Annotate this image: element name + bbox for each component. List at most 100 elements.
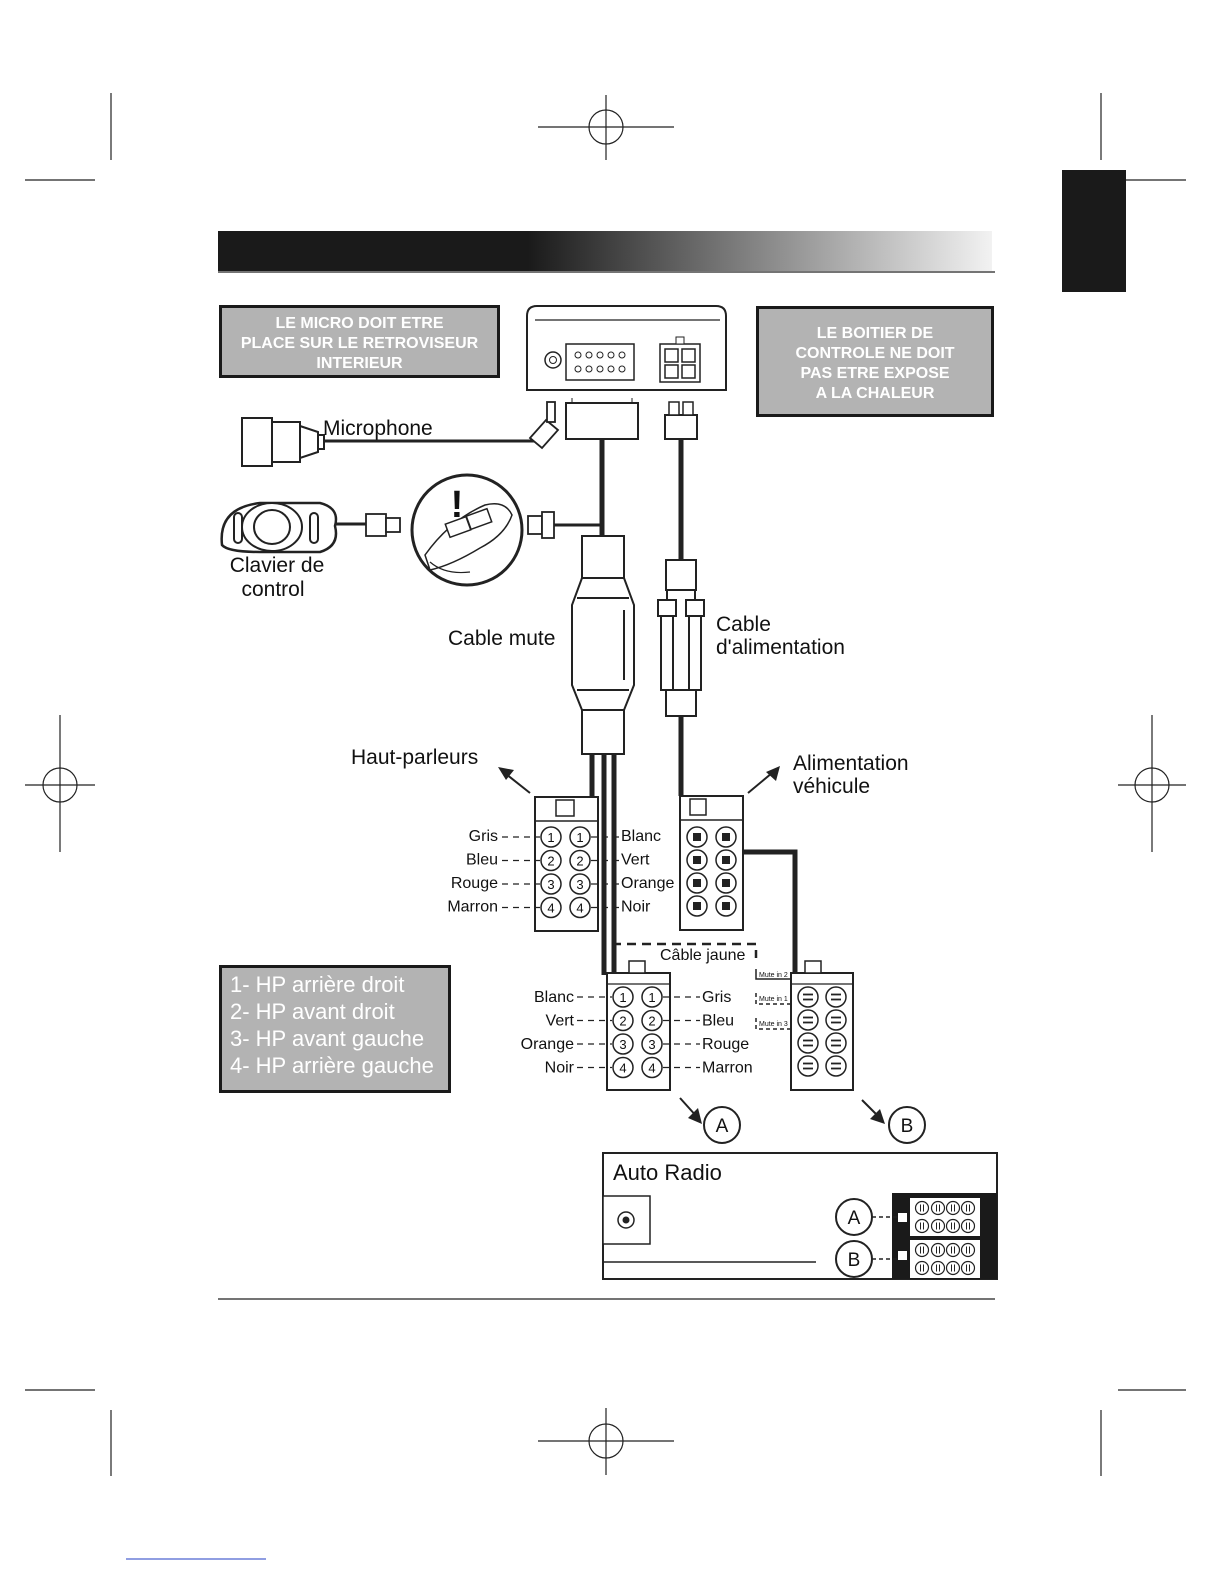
speaker-connector-right-label: Noir (621, 899, 651, 916)
mute-label-1: Mute in 1 (759, 996, 788, 1003)
keypad-plug (365, 513, 401, 537)
label-alimentation-2: véhicule (793, 775, 870, 798)
note-micro: LE MICRO DOIT ETRE PLACE SUR LE RETROVIS… (219, 305, 500, 378)
auto-radio-label: Auto Radio (613, 1160, 722, 1185)
mute-input-markers (755, 969, 790, 1030)
registration-mark-right (1118, 715, 1186, 852)
speaker-connector-pin-number: 1 (547, 830, 554, 845)
arrow-alimentation (747, 766, 780, 794)
speaker-legend: 1- HP arrière droit 2- HP avant droit 3-… (219, 965, 451, 1093)
connector-detail-magnifier: ! (410, 473, 524, 587)
iso-connector-a-right-label: Gris (702, 989, 731, 1006)
svg-text:A: A (848, 1208, 861, 1229)
auto-radio: Auto Radio A B (602, 1152, 998, 1280)
label-haut-parleurs: Haut-parleurs (351, 746, 478, 769)
microphone-icon (241, 417, 325, 467)
speaker-connector-pin-l4 (540, 896, 562, 919)
mute-label-3: Mute in 3 (759, 1021, 788, 1028)
note-boitier-line-4: A LA CHALEUR (815, 385, 935, 402)
iso-connector-a-pin-number: 4 (648, 1061, 655, 1076)
label-cable-alim-1: Cable (716, 613, 771, 636)
note-boitier-line-3: PAS ETRE EXPOSE (800, 365, 950, 382)
iso-connector-a-left-label: Noir (545, 1060, 575, 1077)
iso-connector-a-left-label: Vert (546, 1013, 575, 1030)
iso-connector-a-left-label: Blanc (534, 989, 574, 1006)
power-connector-pin-mark (722, 833, 730, 841)
label-cable-jaune: Câble jaune (660, 947, 746, 964)
jack-plug-icon (528, 401, 560, 450)
power-connector-pin-mark (693, 833, 701, 841)
speaker-connector-right-label: Orange (621, 875, 674, 892)
speaker-connector-pin-number: 4 (547, 901, 554, 916)
radio-socket-pin (930, 1200, 946, 1216)
speaker-connector-pin-number: 2 (547, 854, 554, 869)
radio-socket-pin (914, 1200, 930, 1216)
radio-socket-pin (945, 1242, 961, 1258)
iso-connector-b-pin (797, 986, 819, 1008)
speaker-connector-pin-r3 (569, 873, 591, 895)
speaker-connector-left-label: Rouge (451, 875, 498, 892)
arrow-b (861, 1099, 885, 1124)
power-connector-pin-mark (693, 856, 701, 864)
speaker-connector-pin-number: 1 (576, 830, 583, 845)
speaker-connector-left-label: Gris (469, 828, 498, 845)
iso-connector-a-pin-r2 (641, 1009, 663, 1032)
iso-connector-a-right-label: Bleu (702, 1013, 734, 1030)
speaker-connector-pin-number: 4 (576, 901, 583, 916)
mute-label-2: Mute in 2 (759, 972, 788, 979)
speaker-connector-left-label: Marron (447, 899, 498, 916)
speaker-connector-pin-number: 2 (576, 854, 583, 869)
radio-socket-pin (914, 1218, 930, 1234)
keypad-socket (527, 511, 555, 539)
legend-item-3: 3- HP avant gauche (230, 1026, 425, 1051)
radio-socket-pin (930, 1218, 946, 1234)
power-connector-pin-mark (722, 856, 730, 864)
power-connector-pin-mark (722, 879, 730, 887)
arrow-a (679, 1097, 702, 1124)
radio-socket-pin (960, 1218, 976, 1234)
label-cable-alim-2: d'alimentation (716, 636, 845, 659)
iso-connector-b-pin (797, 1055, 819, 1077)
note-micro-line-3: INTERIEUR (316, 355, 403, 372)
ten-pin-plug (565, 398, 639, 440)
connector-a-marker: A (703, 1106, 741, 1144)
radio-socket-pin (960, 1200, 976, 1216)
speaker-connector-pin-r1 (569, 826, 591, 848)
iso-connector-a-pin-r3 (641, 1033, 663, 1055)
iso-connector-b-pin (797, 1032, 819, 1054)
label-clavier-2: control (241, 578, 304, 601)
iso-connector-a-pin-r1 (641, 986, 663, 1008)
keypad-icon (220, 501, 338, 554)
radio-socket-pin (930, 1242, 946, 1258)
speaker-connector-right-label: Vert (621, 852, 650, 869)
arrow-haut-parleurs (498, 767, 531, 794)
radio-socket-pin (914, 1242, 930, 1258)
iso-connector-a-pin-number: 1 (619, 990, 626, 1005)
iso-connector-a-pin-number: 4 (619, 1061, 626, 1076)
radio-socket-pin (914, 1260, 930, 1276)
legend-item-4: 4- HP arrière gauche (230, 1053, 434, 1078)
legend-item-2: 2- HP avant droit (230, 999, 395, 1024)
iso-connector-a-pin-number: 1 (648, 990, 655, 1005)
iso-connector-a-pin-number: 2 (648, 1014, 655, 1029)
iso-connector-b (790, 960, 854, 1091)
iso-connector-a-right-label: Rouge (702, 1036, 749, 1053)
note-boitier-line-2: CONTROLE NE DOIT (795, 345, 955, 362)
iso-connector-b-pin (825, 1009, 847, 1031)
speaker-connector-pin-number: 3 (547, 877, 554, 892)
four-pin-plug (664, 401, 698, 440)
registration-mark-bottom (538, 1408, 674, 1475)
note-micro-line-2: PLACE SUR LE RETROVISEUR (240, 335, 479, 352)
iso-connector-a-left-label: Orange (521, 1036, 574, 1053)
iso-connector-b-pin (797, 1009, 819, 1031)
power-connector-pin-mark (722, 902, 730, 910)
connector-b-marker: B (888, 1106, 926, 1144)
note-micro-line-1: LE MICRO DOIT ETRE (275, 315, 444, 332)
power-connector-pin-mark (693, 902, 701, 910)
iso-connector-a-pin-l4 (612, 1056, 634, 1079)
iso-connector-a-pin-l2 (612, 1009, 634, 1032)
iso-connector-a-pin-l1 (612, 986, 634, 1008)
exclamation-mark: ! (451, 484, 464, 526)
speaker-connector-pin-number: 3 (576, 877, 583, 892)
